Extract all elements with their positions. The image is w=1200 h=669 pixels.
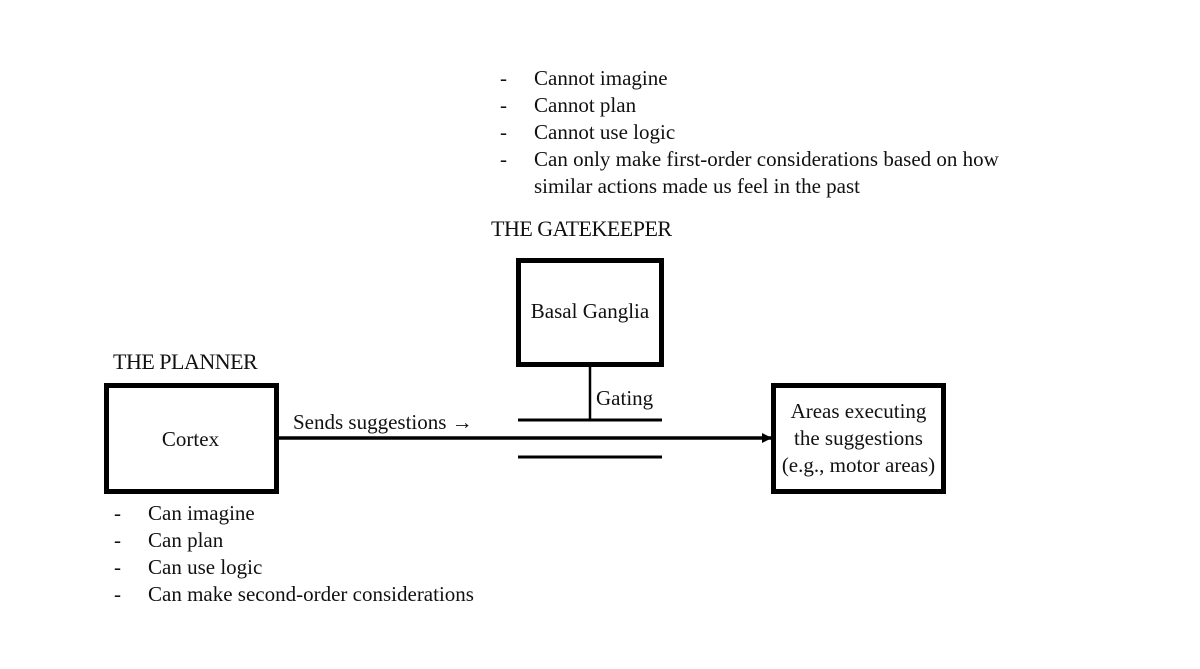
basal-ganglia-box: Basal Ganglia [516, 258, 664, 367]
bullet-dash: - [500, 120, 507, 144]
cortex-box: Cortex [104, 383, 279, 494]
bullet-dash: - [114, 528, 121, 552]
list-item: - Can imagine [114, 500, 474, 527]
list-item: - Cannot imagine [500, 65, 999, 92]
executor-line-3: (e.g., motor areas) [781, 453, 936, 477]
trait-text: Can imagine [148, 501, 255, 525]
list-item: - Cannot use logic [500, 119, 999, 146]
bullet-dash: - [114, 501, 121, 525]
trait-text: Can plan [148, 528, 224, 552]
list-item: - Can only make first-order consideration… [500, 146, 999, 173]
cortex-label: Cortex [161, 426, 220, 451]
trait-text: Cannot use logic [534, 120, 676, 144]
executor-line-1: Areas executing [790, 399, 927, 423]
planner-traits: - Can imagine - Can plan - Can use logic - C… [114, 500, 474, 608]
trait-text: Can make second-order considerations [148, 582, 474, 606]
bullet-dash: - [500, 147, 507, 171]
trait-text: Can only make first-order considerations… [534, 147, 999, 171]
list-item: - Can use logic [114, 554, 474, 581]
list-item: - Can make second-order considerations [114, 581, 474, 608]
bullet-dash: - [114, 555, 121, 579]
planner-heading: THE PLANNER [113, 349, 258, 374]
list-item: similar actions made us feel in the past [500, 173, 999, 200]
basal-ganglia-label: Basal Ganglia [530, 298, 650, 323]
list-item: - Cannot plan [500, 92, 999, 119]
list-item: - Can plan [114, 527, 474, 554]
executing-areas-box: Areas executing the suggestions (e.g., m… [771, 383, 946, 494]
executor-line-2: the suggestions [794, 426, 923, 450]
sends-suggestions-label: Sends suggestions → [293, 410, 473, 434]
gatekeeper-traits: - Cannot imagine - Cannot plan - Cannot use… [500, 65, 999, 200]
bullet-dash: - [500, 93, 507, 117]
bullet-dash: - [114, 582, 121, 606]
trait-text: Cannot plan [534, 93, 637, 117]
trait-text: Can use logic [148, 555, 263, 579]
trait-text: Cannot imagine [534, 66, 668, 90]
gating-label: Gating [596, 386, 654, 410]
gatekeeper-heading: THE GATEKEEPER [491, 216, 672, 241]
bullet-dash: - [500, 66, 507, 90]
trait-text: similar actions made us feel in the past [534, 174, 860, 198]
